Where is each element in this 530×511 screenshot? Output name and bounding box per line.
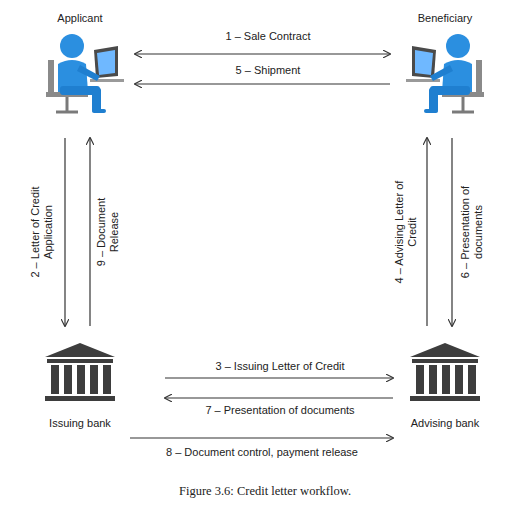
person-icon	[46, 34, 124, 113]
flow-arrow	[426, 138, 427, 326]
flow-arrow	[64, 138, 65, 326]
step-label: 3 – Issuing Letter of Credit	[165, 360, 395, 373]
step-label: 7 – Presentation of documents	[165, 404, 395, 417]
actor-label: Advising bank	[411, 417, 480, 430]
actor-label: Beneficiary	[418, 12, 472, 25]
person-icon	[406, 34, 484, 113]
actor-node: Advising bank	[395, 340, 495, 430]
bank-icon	[45, 343, 115, 401]
flow-arrow	[451, 138, 452, 326]
step-label: 2 – Letter of Credit Application	[29, 172, 55, 292]
step-label: 8 – Document control, payment release	[122, 446, 402, 459]
flow-arrow	[130, 437, 393, 438]
actor-label: Applicant	[57, 12, 102, 25]
step-label: 4 – Advising Letter of Credit	[393, 177, 419, 287]
flow-arrow	[165, 377, 393, 378]
flow-arrow	[89, 138, 90, 326]
figure-caption: Figure 3.6: Credit letter workflow.	[0, 484, 530, 499]
actor-node: Issuing bank	[30, 340, 130, 430]
actor-node: Beneficiary	[395, 12, 495, 120]
actor-label: Issuing bank	[49, 417, 111, 430]
bank-icon	[410, 343, 480, 401]
step-label: 5 – Shipment	[168, 64, 368, 77]
step-label: 6 – Presentation of documents	[459, 177, 485, 287]
flow-arrow	[135, 53, 390, 54]
step-label: 1 – Sale Contract	[168, 30, 368, 43]
flow-arrow	[135, 83, 390, 84]
step-label: 9 – Document Release	[95, 182, 121, 282]
actor-node: Applicant	[30, 12, 130, 120]
flow-arrow	[165, 397, 393, 398]
